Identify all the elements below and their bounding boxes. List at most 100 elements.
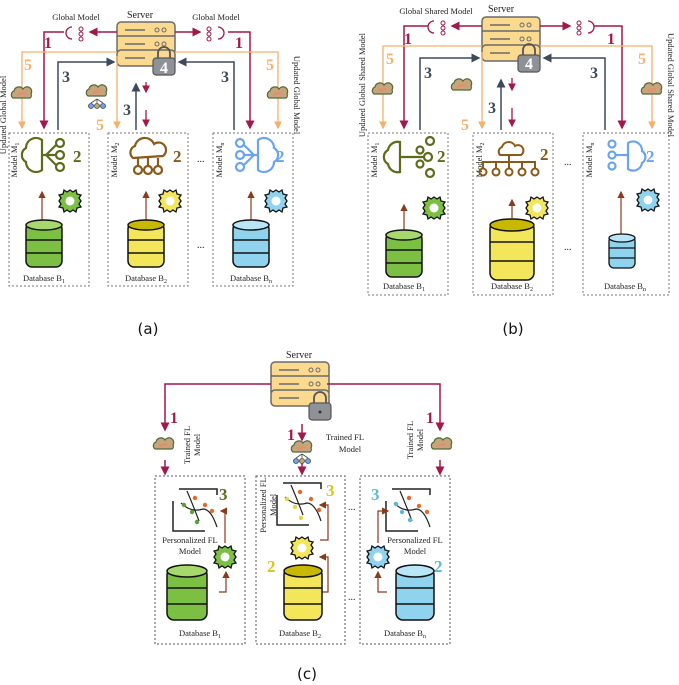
step-1-middle: 1 (287, 427, 295, 444)
global-model-icon-right (206, 26, 225, 42)
client-box-n (359, 475, 451, 645)
client-box-2 (255, 475, 346, 645)
model-icon-2 (129, 136, 168, 176)
client-box-1 (367, 132, 449, 296)
updated-global-shared-model-label-right: Updated Global Shared Model (666, 33, 676, 138)
client-box-n (212, 132, 294, 287)
personalized-label-1-2: Model (179, 546, 202, 556)
database-icon-2 (127, 219, 165, 268)
step-3-middle: 3 (488, 100, 496, 117)
global-model-label-right: Global Model (192, 12, 240, 22)
step-3-client-n: 3 (371, 485, 380, 504)
updated-model-icon-right (640, 82, 663, 95)
gear-icon-2 (158, 189, 182, 213)
model-label-2: Model M2 (109, 143, 121, 178)
database-label-1: Database B1 (23, 273, 65, 285)
server-label: Server (286, 350, 313, 361)
step-3-left: 3 (62, 69, 70, 86)
step-1-left: 1 (404, 31, 412, 48)
updated-model-icon-left (371, 82, 394, 95)
trained-model-icon-left (152, 437, 175, 450)
aggregated-model-icon (85, 84, 108, 97)
panel-c: Server 1 1 1 Trained FL Model Trained FL… (152, 350, 453, 683)
step-2-client-2: 2 (173, 147, 182, 166)
client-box-1 (154, 475, 246, 645)
database-icon-1 (25, 219, 63, 268)
step-2-client-n: 2 (276, 147, 285, 166)
step-3-client-1: 3 (219, 485, 228, 504)
database-label-1: Database B1 (179, 628, 221, 640)
database-icon-1 (166, 564, 208, 621)
step-1-right: 1 (235, 35, 243, 52)
step-1-right: 1 (426, 410, 434, 427)
database-icon-2 (489, 218, 535, 281)
model-label-2: Model M2 (474, 143, 486, 178)
caption-a: (a) (138, 320, 159, 338)
step-4: 4 (160, 60, 168, 77)
ellipsis-top: ... (348, 502, 356, 513)
step-4: 4 (525, 56, 533, 73)
updated-global-shared-model-label-left: Updated Global Shared Model (357, 32, 367, 137)
ellipsis-bottom: ... (564, 242, 572, 253)
trained-fl-label-middle: Trained FL (326, 432, 364, 442)
database-label-n: Database Bn (384, 628, 426, 640)
model-label-1: Model M1 (369, 143, 381, 178)
gear-icon-1 (58, 189, 82, 213)
database-label-2: Database B2 (125, 273, 167, 285)
database-label-n: Database Bn (604, 281, 646, 293)
step-3-right: 3 (221, 69, 229, 86)
aggregated-model-icon (450, 78, 473, 91)
gear-icon-1 (422, 196, 446, 220)
client-box-1 (8, 132, 90, 287)
model-label-n: Model Mn (214, 143, 226, 178)
database-label-1: Database B1 (383, 281, 425, 293)
gear-icon-n (636, 188, 660, 212)
gear-icon-1 (213, 545, 237, 569)
step-2-client-2: 2 (267, 557, 276, 576)
gear-icon-n (264, 189, 288, 213)
personalized-label-n-2: Model (404, 546, 427, 556)
step-3-middle: 3 (123, 102, 131, 119)
database-icon-n (608, 233, 636, 269)
personalized-label-2: Personalized FL (258, 477, 268, 532)
step-5-middle: 5 (461, 117, 469, 134)
global-model-icon-left (65, 26, 84, 42)
step-3-right: 3 (590, 65, 598, 82)
step-5-middle: 5 (96, 117, 104, 134)
trained-fl-label-right-2: Model (415, 428, 425, 451)
gear-icon-2 (290, 536, 314, 560)
client-box-2 (472, 132, 554, 296)
step-2-client-2: 2 (540, 145, 549, 164)
personalized-model-icon-2 (276, 482, 322, 526)
model-nodes-icon (88, 98, 106, 109)
ellipsis-top: ... (197, 154, 205, 165)
server-label: Server (488, 4, 515, 15)
model-nodes-icon (293, 453, 311, 464)
model-icon-n (607, 139, 647, 172)
step-2-client-n: 2 (646, 147, 655, 166)
step-2-client-n: 2 (434, 557, 443, 576)
database-label-2: Database B2 (491, 281, 533, 293)
server-icon (270, 361, 330, 407)
server-label: Server (127, 10, 154, 21)
step-1-left: 1 (170, 410, 178, 427)
personalized-model-icon-n (385, 488, 431, 532)
database-icon-n (232, 219, 270, 268)
ellipsis-top: ... (564, 157, 572, 168)
step-5-right: 5 (638, 51, 646, 68)
personalized-label-n: Personalized FL (387, 535, 442, 545)
panel-b: Server 4 Global Shared Model 1 1 5 5 5 (357, 4, 676, 338)
personalized-label-2-2: Model (268, 493, 278, 516)
updated-global-model-label-right: Updated Global Model (292, 56, 302, 135)
trained-model-icon-middle (290, 440, 313, 453)
model-icon-1 (382, 135, 436, 179)
ellipsis-bottom: ... (197, 240, 205, 251)
step-5-left: 5 (24, 57, 32, 74)
step-5-left: 5 (386, 51, 394, 68)
trained-fl-label-left-2: Model (192, 433, 202, 456)
database-icon-n (395, 564, 435, 621)
global-model-icon-left (427, 20, 446, 36)
trained-fl-label-left: Trained FL (182, 426, 192, 464)
step-5-right: 5 (266, 57, 274, 74)
